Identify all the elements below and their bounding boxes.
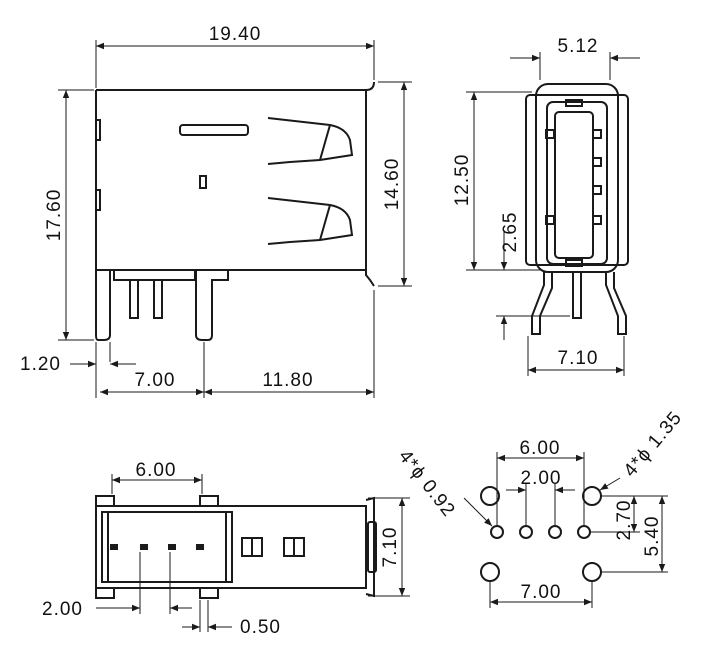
dim-pin-to-front: 11.80: [262, 370, 313, 391]
side-view: 19.40 17.60 14.60 1.20 7.00 11.80: [20, 24, 412, 398]
bottom-view: 6.00 2.00 0.50 7.10: [42, 460, 410, 638]
pin-hole: [519, 525, 533, 539]
label-large-hole: 4*ϕ 1.35: [620, 407, 687, 481]
dim-bottom-pin-span: 6.00: [136, 460, 177, 481]
dim-footprint-hole-row-spacing: 5.40: [642, 516, 663, 557]
dim-footprint-pad-span: 6.00: [520, 438, 561, 459]
front-view-outline: [525, 83, 629, 335]
dim-footprint-row-offset: 2.70: [614, 500, 635, 541]
dim-bottom-depth: 7.10: [380, 527, 401, 568]
dim-footprint-pitch: 2.00: [521, 468, 562, 489]
mount-hole: [480, 486, 500, 506]
front-view: 5.12 12.50 2.65 7.10: [452, 36, 640, 376]
dim-leg-span: 7.10: [558, 348, 599, 369]
side-view-outline: [95, 81, 375, 341]
bottom-view-outline: [95, 495, 377, 599]
mount-hole: [480, 562, 500, 582]
pin-hole: [577, 525, 591, 539]
dim-footprint-large-hole-span: 7.00: [521, 582, 562, 603]
dim-pin-offset: 1.20: [20, 354, 61, 375]
dim-front-pin-offset: 2.65: [500, 212, 521, 253]
footprint-holes: [480, 486, 602, 582]
dim-pin-spacing: 7.00: [135, 370, 176, 391]
pin-hole: [490, 525, 504, 539]
side-view-dimensions: 19.40 17.60 14.60 1.20 7.00 11.80: [20, 24, 412, 398]
dim-bottom-pin-pitch: 2.00: [42, 599, 83, 620]
label-small-hole: 4*ϕ 0.92: [394, 446, 459, 521]
dim-overall-length: 19.40: [209, 24, 262, 45]
footprint-dimensions: 6.00 2.00 4*ϕ 0.92 4*ϕ 1.35 2.70 5.40 7.…: [394, 407, 687, 608]
dim-leg-width: 0.50: [240, 617, 281, 638]
pcb-footprint: 6.00 2.00 4*ϕ 0.92 4*ϕ 1.35 2.70 5.40 7.…: [394, 407, 687, 608]
mount-hole: [582, 486, 602, 506]
mount-hole: [582, 562, 602, 582]
dim-overall-height: 17.60: [44, 189, 65, 242]
front-view-dimensions: 5.12 12.50 2.65 7.10: [452, 36, 640, 376]
dim-front-height: 12.50: [452, 154, 473, 207]
dim-body-height: 14.60: [382, 158, 403, 211]
dim-front-width: 5.12: [558, 36, 599, 57]
bottom-view-dimensions: 6.00 2.00 0.50 7.10: [42, 460, 410, 638]
pin-hole: [548, 525, 562, 539]
